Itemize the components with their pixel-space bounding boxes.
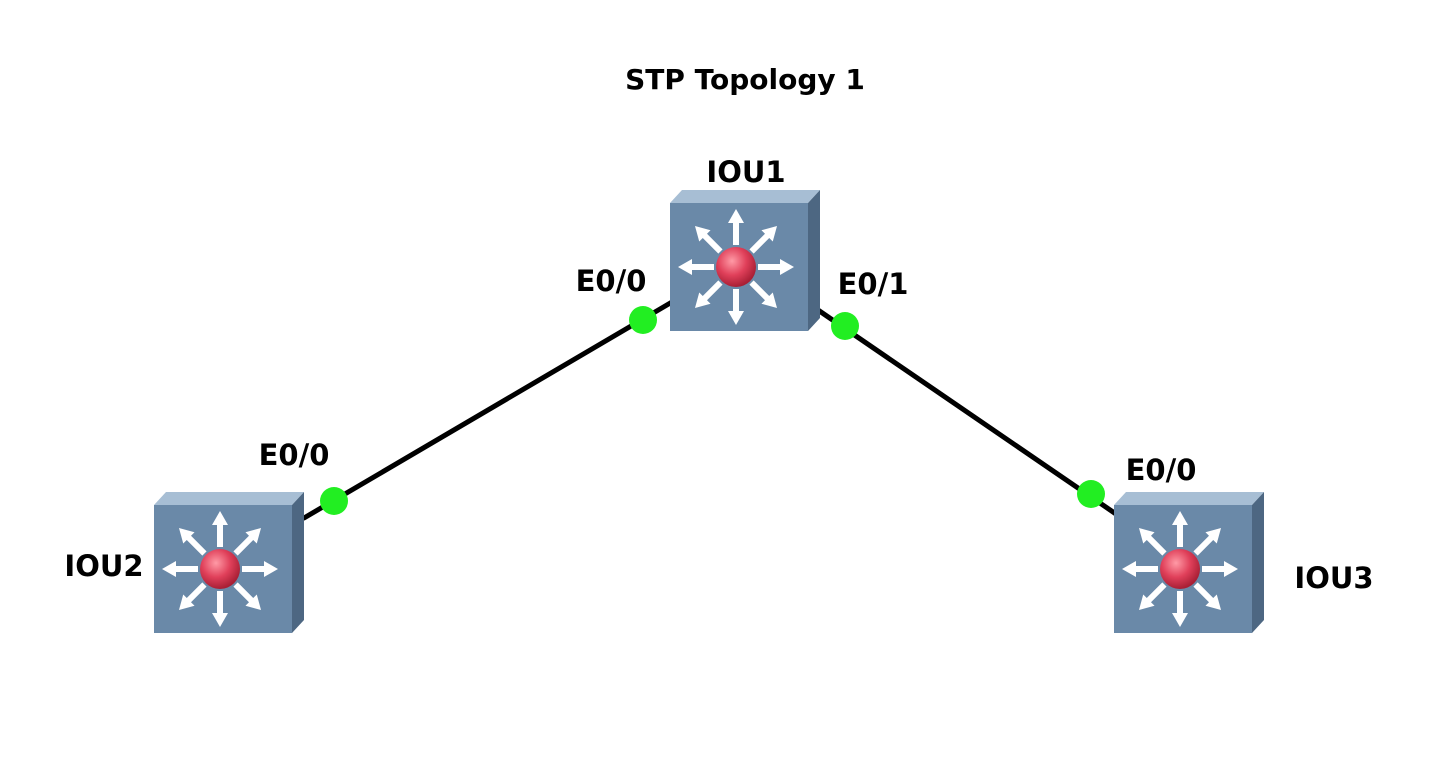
hub-center-icon [1160,549,1200,589]
switch-side-face [808,190,820,331]
multilayer-switch-icon [1114,492,1264,633]
port-label-iou1-e0-1: E0/1 [838,267,909,301]
port-label-iou1-e0-0: E0/0 [576,264,647,298]
port-dot-iou2-e0-0[interactable] [320,487,348,515]
link-iou1-iou3[interactable] [815,307,1119,517]
switch-top-face [154,492,304,505]
hub-center-icon [716,247,756,287]
switch-top-face [670,190,820,203]
node-label-iou3: IOU3 [1294,561,1373,595]
switch-iou3[interactable] [1114,492,1264,633]
port-dot-iou1-e0-1[interactable] [831,312,859,340]
port-dots-layer [320,306,1105,515]
port-dot-iou1-e0-0[interactable] [629,306,657,334]
switch-side-face [292,492,304,633]
link-iou1-iou2[interactable] [301,299,675,521]
switch-side-face [1252,492,1264,633]
port-dot-iou3-e0-0[interactable] [1077,480,1105,508]
port-label-iou2-e0-0: E0/0 [259,438,330,472]
node-label-iou2: IOU2 [64,549,143,583]
switch-iou1[interactable] [670,190,820,331]
diagram-title: STP Topology 1 [625,63,865,96]
port-label-iou3-e0-0: E0/0 [1126,453,1197,487]
switch-top-face [1114,492,1264,505]
switch-iou2[interactable] [154,492,304,633]
node-label-iou1: IOU1 [706,155,785,189]
multilayer-switch-icon [154,492,304,633]
multilayer-switch-icon [670,190,820,331]
links-layer [301,299,1119,521]
hub-center-icon [200,549,240,589]
